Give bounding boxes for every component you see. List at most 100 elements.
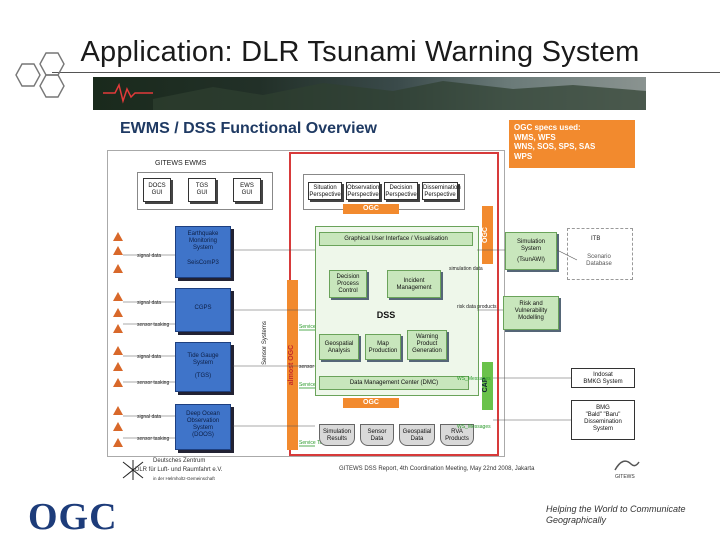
- dissem-line1: BMG: [596, 405, 610, 411]
- bmkg-line1: Indosat: [593, 372, 613, 378]
- dissem-line4: System: [592, 425, 613, 432]
- ogc-logo: OGC: [28, 496, 118, 538]
- ogc-tag-bottom: OGC: [343, 398, 399, 408]
- ogc-vertical-bar: [482, 206, 493, 264]
- dlr-line1: Deutsches Zentrum: [153, 458, 206, 464]
- tgs-line3: (TGS): [194, 372, 212, 379]
- tagline: Helping the World to Communicate Geograp…: [546, 504, 686, 526]
- slide-title: Application: DLR Tsunami Warning System: [80, 36, 640, 68]
- dlr-logo-icon: [122, 460, 144, 480]
- almost-ogc-bar: [287, 280, 298, 450]
- sensor-warning-icon: [113, 232, 123, 241]
- doos-line3: System: [192, 424, 213, 431]
- report-caption: GITEWS DSS Report, 4th Coordination Meet…: [339, 466, 535, 472]
- earthquake-monitoring-box: Earthquake Monitoring System SeisComP3: [175, 226, 231, 278]
- seismograph-icon: [103, 81, 646, 110]
- ogc-specs-box: OGC specs used: WMS, WFS WNS, SOS, SPS, …: [509, 120, 635, 168]
- incident-management-box: Incident Management: [387, 270, 441, 298]
- title-underline: [52, 72, 720, 73]
- signal-data-label: signal data: [137, 253, 162, 259]
- signal-data-label: signal data: [137, 354, 162, 360]
- gitews-logo-icon: [614, 460, 640, 471]
- tgs-gui-line2: GUI: [196, 189, 208, 196]
- docs-gui-line2: GUI: [151, 189, 163, 196]
- geo-line1: Geospatial: [324, 341, 354, 347]
- ogc-specs-line2: WMS, WFS: [514, 132, 556, 142]
- docs-gui-box: DOCS GUI: [143, 178, 171, 202]
- diagram-heading: EWMS / DSS Functional Overview: [120, 120, 377, 137]
- sensor-warning-icon: [113, 422, 123, 431]
- risk-data-label: risk data products: [457, 304, 497, 310]
- bmkg-line2: BMKG System: [583, 378, 623, 385]
- observation-line1: Observation: [347, 185, 380, 191]
- dissemination-perspective-box: Dissemination Perspective: [422, 182, 461, 200]
- sensor-warning-icon: [113, 292, 123, 301]
- decision-line1: Decision: [389, 185, 413, 191]
- store-rva-line2: Products: [445, 435, 469, 442]
- dpc-line2: Process: [337, 280, 359, 287]
- risk-line3: Modelling: [518, 314, 544, 321]
- risk-vulnerability-box: Risk and Vulnerability Modelling: [503, 296, 559, 330]
- ws-messages-label: WS_Messages: [457, 376, 491, 382]
- sim-line1: Simulation: [516, 239, 545, 245]
- simulation-data-label: simulation data: [449, 266, 483, 272]
- eq-line3: System: [192, 244, 213, 251]
- store-geo-line1: Geospatial: [402, 429, 432, 435]
- bmkg-system-box: Indosat BMKG System: [571, 368, 635, 388]
- sensor-warning-icon: [113, 362, 123, 371]
- sensor-tasking-label: sensor tasking: [137, 436, 170, 442]
- header-banner-image: [93, 77, 646, 110]
- tgs-gui-box: TGS GUI: [188, 178, 216, 202]
- dissemination-line2: Perspective: [424, 191, 456, 198]
- scenario-database-box: Scenario Database: [577, 250, 621, 272]
- risk-line2: Vulnerability: [514, 307, 548, 314]
- decision-perspective-box: Decision Perspective: [384, 182, 418, 200]
- tgs-gui-line1: TGS: [195, 183, 209, 189]
- eq-line1: Earthquake: [187, 231, 219, 237]
- hexagon-decoration-icon: [15, 52, 65, 98]
- ogc-specs-line1: OGC specs used:: [514, 123, 581, 132]
- dss-inner-frame: [315, 226, 479, 396]
- ws-messages-label: WS_Messages: [457, 424, 491, 430]
- map-line1: Map: [377, 341, 389, 347]
- tagline-line2: Geographically: [546, 514, 607, 525]
- store-sensor-line1: Sensor: [367, 429, 387, 435]
- dmc-box: Data Management Center (DMC): [319, 376, 469, 390]
- dss-label: DSS: [376, 310, 396, 320]
- tgs-line1: Tide Gauge: [187, 353, 219, 359]
- ogc-specs-line4: WPS: [514, 151, 533, 161]
- tide-gauge-box: Tide Gauge System (TGS): [175, 342, 231, 392]
- incident-line1: Incident: [403, 278, 425, 284]
- sensor-warning-icon: [113, 246, 123, 255]
- ews-gui-box: EWS GUI: [233, 178, 261, 202]
- docs-gui-line1: DOCS: [148, 183, 166, 189]
- dlr-line2: DLR für Luft- und Raumfahrt e.V.: [135, 467, 223, 473]
- doos-line1: Deep Ocean: [186, 411, 220, 417]
- cgps-box: CGPS: [175, 288, 231, 332]
- eq-line2: Monitoring: [188, 237, 217, 244]
- service-tasking-label: Service Tasking: [299, 440, 334, 446]
- dissem-line2: "Bald" "Baru": [585, 411, 621, 418]
- geo-line2: Analysis: [327, 347, 351, 354]
- warning-line3: Generation: [412, 347, 442, 354]
- geospatial-analysis-box: Geospatial Analysis: [319, 334, 359, 360]
- store-sim-line2: Results: [326, 435, 347, 442]
- sim-line3: (TsunAWI): [517, 256, 545, 263]
- sensor-warning-icon: [113, 438, 123, 447]
- sensor-tasking-label: sensor tasking: [137, 380, 170, 386]
- gitews-ewms-label: GITEWS EWMS: [155, 160, 207, 167]
- store-geo-line2: Data: [410, 435, 424, 442]
- situation-line2: Perspective: [309, 191, 341, 198]
- warning-product-generation-box: Warning Product Generation: [407, 330, 447, 360]
- signal-data-label: signal data: [137, 414, 162, 420]
- itb-label: ITB: [591, 236, 601, 242]
- sim-line2: System: [520, 245, 541, 252]
- observation-perspective-box: Observation Perspective: [346, 182, 380, 200]
- dpc-line3: Control: [338, 287, 358, 294]
- incident-line2: Management: [396, 284, 432, 291]
- doos-line2: Observation: [186, 417, 220, 424]
- map-line2: Production: [368, 347, 398, 354]
- sensor-warning-icon: [113, 264, 123, 273]
- ogc-specs-line3: WNS, SOS, SPS, SAS: [514, 142, 596, 152]
- dlr-line3: in der Helmholtz-Gemeinschaft: [153, 476, 215, 481]
